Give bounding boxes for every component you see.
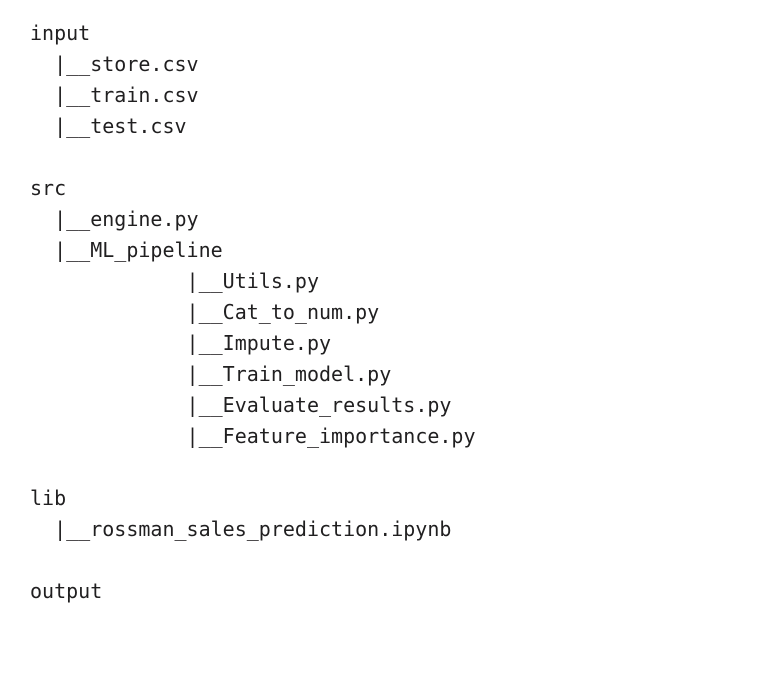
tree-file-row[interactable]: |__Train_model.py [30,359,759,390]
file-name: Cat_to_num.py [222,300,380,324]
tree-directory-row[interactable]: input [30,18,759,49]
directory-name: ML_pipeline [90,238,223,262]
directory-name: lib [30,486,67,510]
tree-branch-connector-icon: |__ [186,393,223,417]
tree-file-row[interactable]: |__Evaluate_results.py [30,390,759,421]
directory-name: output [30,579,103,603]
tree-directory-row[interactable]: lib [30,483,759,514]
tree-branch-connector-icon: |__ [54,207,91,231]
tree-file-row[interactable]: |__Impute.py [30,328,759,359]
tree-file-row[interactable]: |__store.csv [30,49,759,80]
tree-file-row[interactable]: |__engine.py [30,204,759,235]
tree-file-row[interactable]: |__Feature_importance.py [30,421,759,452]
directory-name: input [30,21,91,45]
tree-spacer [30,545,759,576]
tree-file-row[interactable]: |__test.csv [30,111,759,142]
file-name: Impute.py [222,331,332,355]
tree-spacer [30,142,759,173]
file-name: store.csv [90,52,199,76]
file-name: Train_model.py [222,362,392,386]
tree-spacer [30,452,759,483]
tree-file-row[interactable]: |__Utils.py [30,266,759,297]
tree-directory-row[interactable]: |__ML_pipeline [30,235,759,266]
file-name: Utils.py [222,269,319,293]
tree-branch-connector-icon: |__ [54,114,91,138]
file-name: Feature_importance.py [222,424,476,448]
tree-branch-connector-icon: |__ [54,517,91,541]
file-name: train.csv [90,83,199,107]
tree-branch-connector-icon: |__ [186,331,223,355]
tree-directory-row[interactable]: output [30,576,759,607]
tree-branch-connector-icon: |__ [54,238,91,262]
tree-branch-connector-icon: |__ [186,424,223,448]
tree-file-row[interactable]: |__Cat_to_num.py [30,297,759,328]
tree-branch-connector-icon: |__ [54,83,91,107]
file-name: rossman_sales_prediction.ipynb [90,517,452,541]
tree-directory-row[interactable]: src [30,173,759,204]
tree-branch-connector-icon: |__ [186,362,223,386]
file-name: Evaluate_results.py [222,393,452,417]
file-name: engine.py [90,207,199,231]
tree-branch-connector-icon: |__ [54,52,91,76]
tree-branch-connector-icon: |__ [186,269,223,293]
tree-branch-connector-icon: |__ [186,300,223,324]
directory-name: src [30,176,67,200]
file-name: test.csv [90,114,187,138]
tree-file-row[interactable]: |__train.csv [30,80,759,111]
tree-file-row[interactable]: |__rossman_sales_prediction.ipynb [30,514,759,545]
